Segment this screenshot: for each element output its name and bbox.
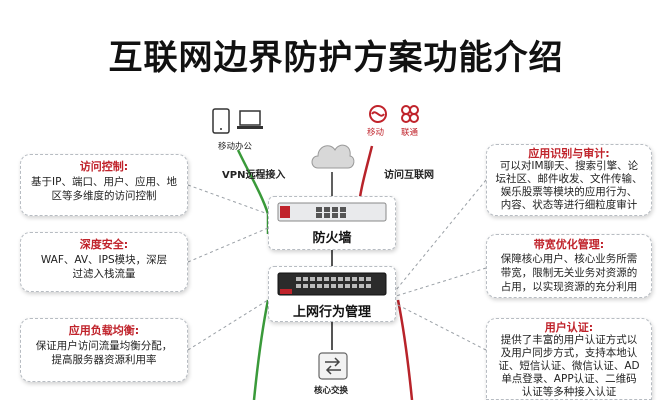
internet-access-label: 访问互联网 bbox=[384, 170, 434, 181]
vpn-remote-access-label: VPN远程接入 bbox=[222, 170, 286, 181]
load-balancing-box: 应用负载均衡: 保证用户访问流量均衡分配， 提高服务器资源利用率 bbox=[20, 318, 188, 382]
page-title: 互联网边界防护方案功能介绍 bbox=[108, 38, 564, 78]
behavior-mgmt-device-icon bbox=[277, 272, 387, 296]
user-auth-box: 用户认证: 提供了丰富的用户认证方式以 及用户同步方式，支持本地认 证、短信认证… bbox=[486, 318, 652, 400]
vpn-line-bottom bbox=[252, 299, 270, 400]
behavior-mgmt-node: 上网行为管理 bbox=[268, 266, 396, 322]
behavior-mgmt-label: 上网行为管理 bbox=[292, 305, 371, 320]
deep-security-box: 深度安全: WAF、AV、IPS模块，深层 过滤入栈流量 bbox=[20, 232, 188, 292]
mobile-office-label: 移动办公 bbox=[218, 142, 253, 152]
bandwidth-box: 带宽优化管理: 保障核心用户、核心业务所需 带宽，限制无关业务对资源的 占用，以… bbox=[486, 234, 652, 298]
load-balancing-title: 应用负载均衡: bbox=[68, 324, 140, 337]
bandwidth-title: 带宽优化管理: bbox=[533, 238, 605, 251]
cloud-icon bbox=[308, 134, 356, 176]
deep-security-title: 深度安全: bbox=[79, 238, 129, 251]
firewall-device-icon bbox=[277, 202, 387, 222]
china-unicom-icon bbox=[400, 104, 420, 128]
user-auth-title: 用户认证: bbox=[544, 321, 594, 334]
vpn-line-top bbox=[236, 149, 270, 215]
app-audit-box: 应用识别与审计: 可以对IM聊天、搜索引擎、论 坛社区、邮件收发、文件传输、 娱… bbox=[486, 144, 652, 216]
internet-line-bottom bbox=[396, 299, 414, 400]
core-switch-icon bbox=[318, 352, 348, 384]
app-audit-title: 应用识别与审计: bbox=[528, 147, 610, 160]
unicom-carrier-label: 联通 bbox=[401, 128, 419, 138]
core-switch-label: 核心交换 bbox=[314, 386, 349, 396]
firewall-label: 防火墙 bbox=[312, 231, 352, 246]
tablet-icon bbox=[212, 108, 230, 138]
access-control-box: 访问控制: 基于IP、端口、用户、应用、地 区等多维度的访问控制 bbox=[20, 154, 188, 216]
china-mobile-icon bbox=[368, 104, 388, 128]
firewall-node: 防火墙 bbox=[268, 196, 396, 250]
laptop-icon bbox=[236, 110, 264, 136]
access-control-title: 访问控制: bbox=[79, 160, 129, 173]
mobile-carrier-label: 移动 bbox=[367, 128, 385, 138]
